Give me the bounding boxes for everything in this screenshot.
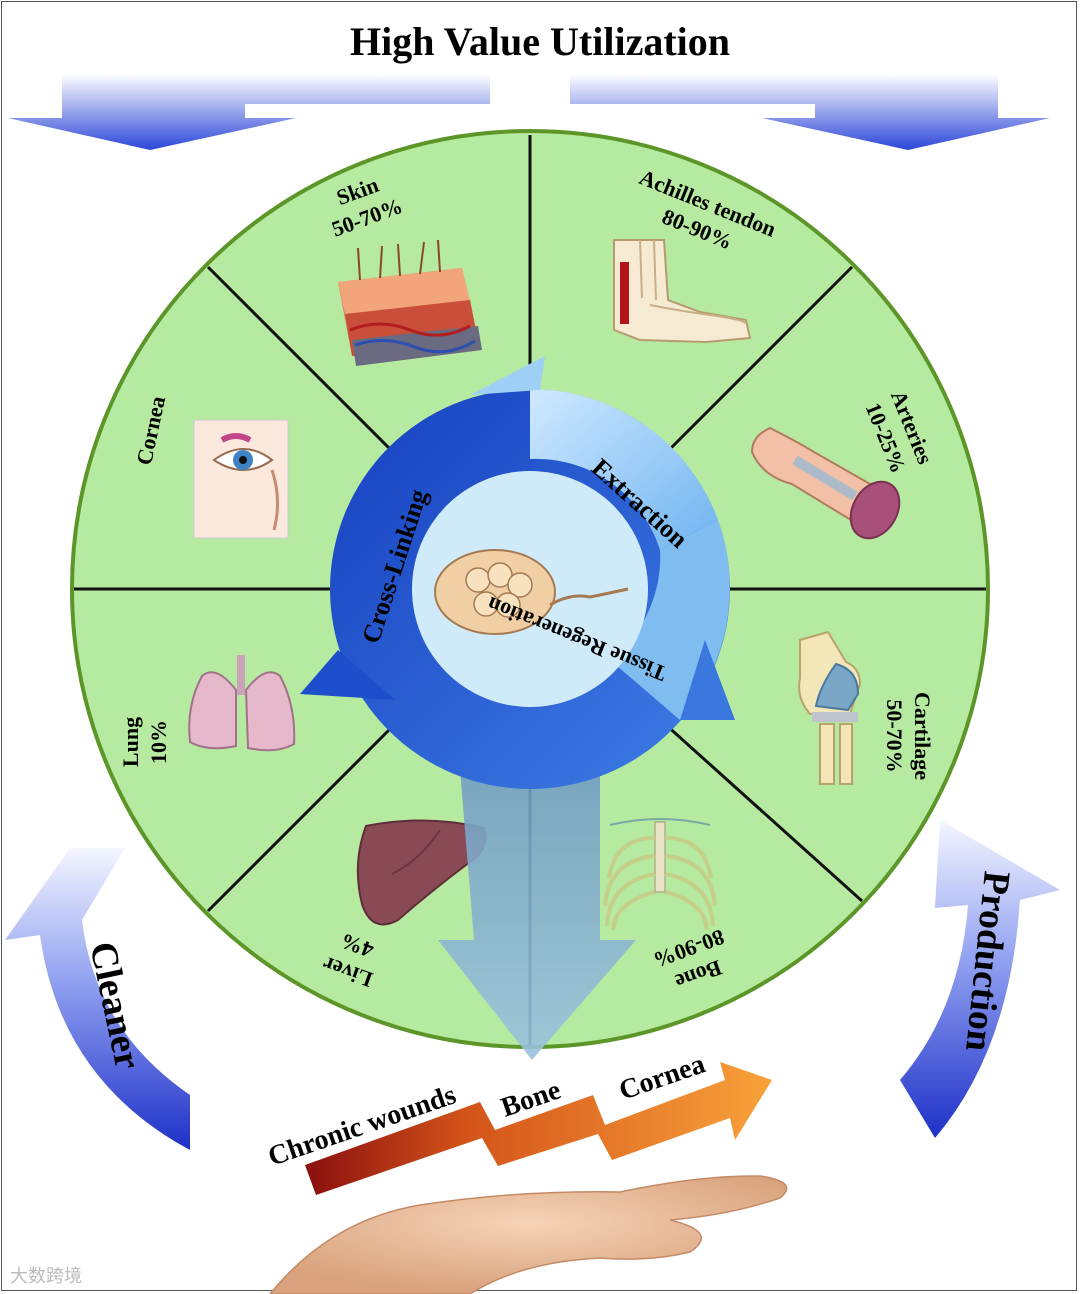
skin-layers-illustration xyxy=(338,239,482,366)
artery-illustration xyxy=(750,426,901,540)
lungs-illustration xyxy=(188,655,296,752)
sector-lung-label: Lung 10% xyxy=(118,717,171,767)
production-arrow xyxy=(900,820,1060,1138)
application-arrow xyxy=(305,1062,772,1195)
diagram-title: High Value Utilization xyxy=(349,19,731,64)
collagen-fiber-illustration xyxy=(434,549,629,635)
sector-cartilage-label: Cartilage 50-70% xyxy=(882,692,935,780)
cleaner-arrow xyxy=(5,848,190,1150)
ribcage-illustration xyxy=(603,818,717,931)
svg-text:50-70%: 50-70% xyxy=(882,699,907,772)
top-left-arrow xyxy=(8,74,490,150)
open-hand-illustration xyxy=(269,1175,788,1294)
foot-tendon-illustration xyxy=(613,239,752,344)
watermark: 大数跨境 xyxy=(10,1266,82,1287)
svg-text:Cartilage: Cartilage xyxy=(910,692,935,780)
svg-text:Lung: Lung xyxy=(118,717,143,767)
down-arrow xyxy=(438,745,636,1060)
eye-illustration xyxy=(193,419,289,539)
top-right-arrow xyxy=(570,74,1050,150)
application-labels: Chronic wounds Bone Cornea xyxy=(264,1048,709,1172)
svg-text:10%: 10% xyxy=(146,720,171,764)
liver-illustration xyxy=(356,819,487,926)
knee-joint-illustration xyxy=(798,630,862,785)
